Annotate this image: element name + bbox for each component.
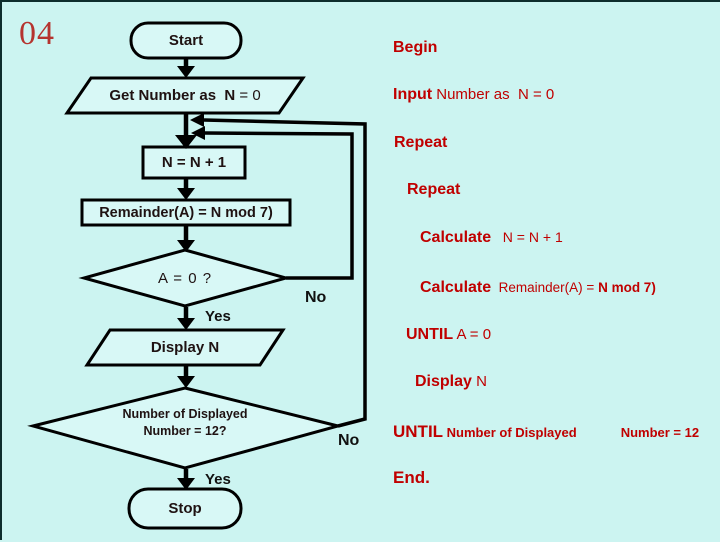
arrowhead-loop-inner xyxy=(191,126,205,140)
start-label: Start xyxy=(168,32,204,49)
until-outer-text: Number of Displayed xyxy=(443,425,577,440)
calculate2-keyword: Calculate xyxy=(420,279,492,296)
pseudocode-begin: Begin xyxy=(393,39,437,57)
loop-inner-no-line xyxy=(204,131,354,280)
input-keyword: Input xyxy=(393,86,433,103)
input-label-bold: Get Number as N xyxy=(109,87,236,104)
decision2-no-label: No xyxy=(338,432,360,449)
arrowhead-start xyxy=(177,66,195,78)
pseudocode-repeat-inner: Repeat xyxy=(407,181,460,199)
decision1-label: A = 0 ? xyxy=(157,269,213,287)
calculate2-bold-text: N mod 7) xyxy=(598,280,656,295)
pseudocode-repeat-outer: Repeat xyxy=(394,134,447,152)
calculate1-text: N = N + 1 xyxy=(491,229,563,245)
decision2-diamond-shape xyxy=(27,386,344,470)
input-label-rest: = 0 xyxy=(235,87,261,104)
repeat-outer-keyword: Repeat xyxy=(394,134,448,151)
pseudocode-calculate2: Calculate Remainder(A) = N mod 7) xyxy=(420,279,656,297)
until-inner-text: A = 0 xyxy=(453,326,492,343)
decision2-label-line1: Number of Displayed xyxy=(122,407,248,422)
arrowhead-into-decision2 xyxy=(177,376,195,388)
decision1-diamond-shape xyxy=(78,248,292,308)
decision1-no-label: No xyxy=(305,289,327,306)
display-keyword: Display xyxy=(415,373,472,390)
increment-process-shape xyxy=(141,145,247,180)
arrowhead-into-increment xyxy=(175,135,197,149)
input-parallelogram-shape xyxy=(64,76,306,115)
decision1-yes-label: Yes xyxy=(205,308,231,325)
start-terminator-shape xyxy=(129,21,243,60)
stop-terminator-shape xyxy=(127,487,243,530)
pseudocode-until-inner: UNTIL A = 0 xyxy=(406,326,491,344)
stop-label: Stop xyxy=(168,500,202,517)
decision2-label-line2: Number = 12? xyxy=(143,424,227,438)
pseudocode-display: Display N xyxy=(415,373,487,391)
pseudocode-end: End. xyxy=(393,468,430,488)
arrowhead-into-decision1 xyxy=(177,240,195,252)
until-outer-keyword: UNTIL xyxy=(393,422,444,441)
pseudocode-until-outer: UNTIL Number of Displayed Number = 12 xyxy=(393,422,699,442)
loop-outer-no-line xyxy=(203,118,367,428)
arrowhead-into-remainder xyxy=(177,188,195,200)
display-parallelogram-shape xyxy=(84,328,286,367)
remainder-label: Remainder(A) = N mod 7) xyxy=(99,204,273,221)
display-text: N xyxy=(471,373,487,390)
end-keyword: End. xyxy=(393,468,430,487)
calculate2-text: Remainder(A) = xyxy=(491,280,599,295)
decision2-yes-label: Yes xyxy=(205,471,231,488)
pseudocode-input: Input Number as N = 0 xyxy=(393,86,554,104)
increment-label: N = N + 1 xyxy=(161,154,227,171)
input-label: Get Number as N = 0 xyxy=(67,78,303,113)
input-text: Number as N = 0 xyxy=(432,86,555,103)
repeat-inner-keyword: Repeat xyxy=(407,181,461,198)
arrowhead-into-display xyxy=(177,318,195,330)
remainder-process-shape xyxy=(80,198,292,227)
slide-number: 04 xyxy=(19,15,55,52)
until-outer-tail-text: Number = 12 xyxy=(620,425,700,440)
arrowhead-into-stop xyxy=(177,478,195,490)
until-inner-keyword: UNTIL xyxy=(406,326,454,343)
pseudocode-calculate1: Calculate N = N + 1 xyxy=(420,229,563,247)
calculate1-keyword: Calculate xyxy=(420,229,492,246)
begin-keyword: Begin xyxy=(393,39,438,56)
display-label: Display N xyxy=(150,339,220,356)
arrowhead-loop-outer xyxy=(190,113,204,127)
